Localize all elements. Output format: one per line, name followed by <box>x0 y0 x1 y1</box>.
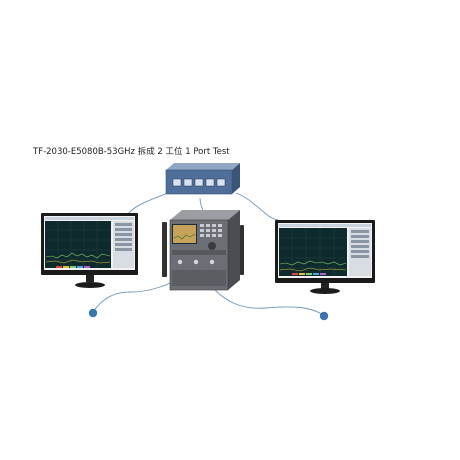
monitor-left <box>41 213 138 288</box>
rf-cable-right <box>214 289 324 316</box>
diagram-caption: TF-2030-E5080B-53GHz 拆成 2 工位 1 Port Test <box>33 147 230 157</box>
cables <box>92 192 324 316</box>
cable-switch-to-right-monitor <box>235 192 279 221</box>
switch-ports <box>172 178 226 187</box>
vector-network-analyzer <box>162 210 244 291</box>
rf-cable-left <box>92 275 183 313</box>
test-port-right <box>319 311 329 321</box>
test-port-left <box>88 308 98 318</box>
network-switch <box>165 163 240 195</box>
monitor-right <box>275 220 375 294</box>
cable-switch-to-left-monitor <box>127 192 169 215</box>
